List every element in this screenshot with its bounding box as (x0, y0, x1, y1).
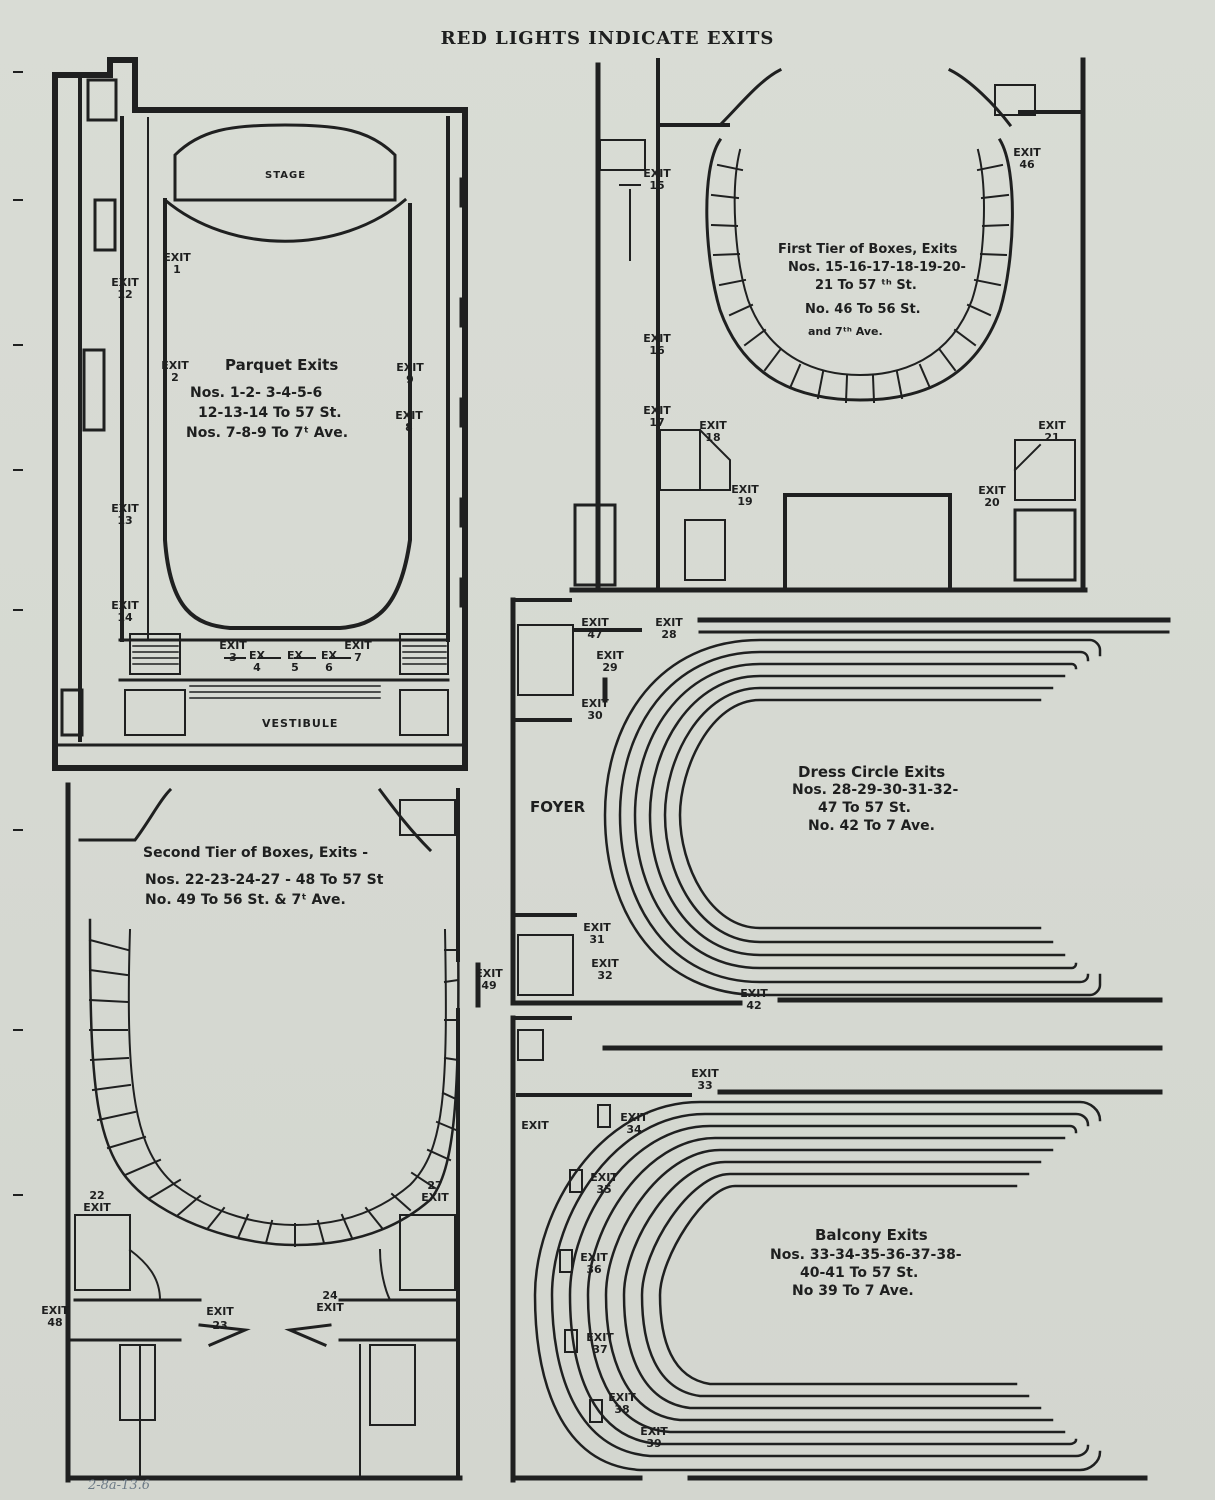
second-tier-plan (65, 782, 481, 1483)
first-tier-plan (569, 57, 1088, 593)
parquet-line-2: 12-13-14 To 57 St. (198, 405, 342, 421)
first-tier-line-1: Nos. 15-16-17-18-19-20- (788, 260, 966, 275)
dress-circle-line-1: Nos. 28-29-30-31-32- (792, 782, 959, 798)
parquet-title: Parquet Exits (225, 356, 339, 374)
second-tier-line-1: Nos. 22-23-24-27 - 48 To 57 St (145, 872, 384, 888)
parquet-line-1: Nos. 1-2- 3-4-5-6 (190, 385, 323, 401)
first-tier-line-4: and 7ᵗʰ Ave. (808, 325, 883, 338)
balcony-title: Balcony Exits (815, 1226, 928, 1244)
balcony-line-1: Nos. 33-34-35-36-37-38- (770, 1247, 962, 1263)
dress-circle-plan (510, 597, 1171, 1006)
dress-circle-line-2: 47 To 57 St. (818, 800, 911, 816)
first-tier-line-2: 21 To 57 ᵗʰ St. (815, 278, 917, 293)
stage-label: STAGE (265, 170, 307, 181)
header-title: RED LIGHTS INDICATE EXITS (440, 28, 775, 49)
dress-circle-line-3: No. 42 To 7 Ave. (808, 818, 935, 834)
foyer-label: FOYER (530, 798, 586, 816)
first-tier-title: First Tier of Boxes, Exits (778, 242, 958, 257)
parquet-plan (52, 57, 468, 771)
vestibule-label: VESTIBULE (262, 717, 339, 730)
first-tier-line-3: No. 46 To 56 St. (805, 302, 921, 317)
parquet-line-3: Nos. 7-8-9 To 7ᵗ Ave. (186, 425, 349, 441)
second-tier-title: Second Tier of Boxes, Exits - (143, 845, 369, 861)
dress-circle-title: Dress Circle Exits (798, 763, 946, 781)
balcony-line-3: No 39 To 7 Ave. (792, 1283, 914, 1299)
second-tier-line-2: No. 49 To 56 St. & 7ᵗ Ave. (145, 892, 346, 908)
balcony-plan (510, 1015, 1163, 1483)
balcony-line-2: 40-41 To 57 St. (800, 1265, 919, 1281)
balcony-exit-label: EXIT (521, 1119, 549, 1132)
handwritten-annotation: 2-8a-13.6 (88, 1478, 151, 1493)
